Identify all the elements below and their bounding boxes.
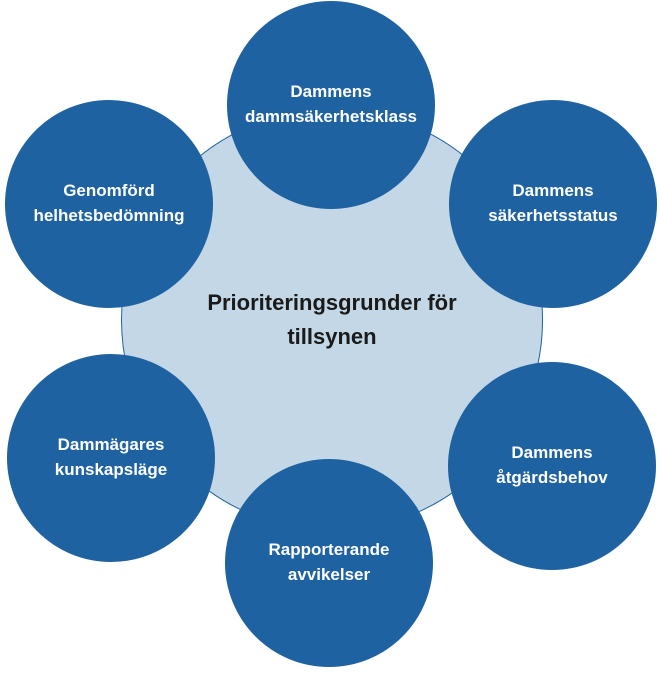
diagram-title-line2: tillsynen: [287, 324, 377, 349]
node-label-line2: dammsäkerhetsklass: [244, 107, 417, 126]
node-label-line1: Dammens: [511, 443, 593, 463]
node-label-line1: Dammägares: [57, 435, 165, 455]
node-label-line1: Rapporterande: [268, 540, 390, 560]
diagram-title-line1: Prioriteringsgrunder för: [207, 289, 457, 315]
node-owner-knowledge: Dammägares kunskapsläge: [7, 354, 215, 562]
node-label-line1: Dammens: [290, 82, 372, 102]
node-label-line1: Genomförd: [63, 181, 155, 201]
node-dam-safety-class: Dammens dammsäkerhetsklass: [227, 1, 435, 209]
node-label-line2: åtgärdsbehov: [496, 468, 608, 487]
node-reported-deviations: Rapporterande avvikelser: [225, 459, 433, 667]
node-label-line2: kunskapsläge: [54, 460, 168, 479]
node-label-line2: helhetsbedömning: [33, 206, 185, 225]
node-label-line2: säkerhetsstatus: [488, 206, 618, 225]
node-dam-action-needs: Dammens åtgärdsbehov: [448, 362, 656, 570]
node-label-line2: avvikelser: [287, 565, 371, 584]
node-label-line1: Dammens: [512, 181, 594, 201]
node-dam-safety-status: Dammens säkerhetsstatus: [449, 100, 657, 308]
diagram-title: Prioriteringsgrunder för tillsynen: [207, 286, 456, 354]
node-completed-assessment: Genomförd helhetsbedömning: [5, 100, 213, 308]
